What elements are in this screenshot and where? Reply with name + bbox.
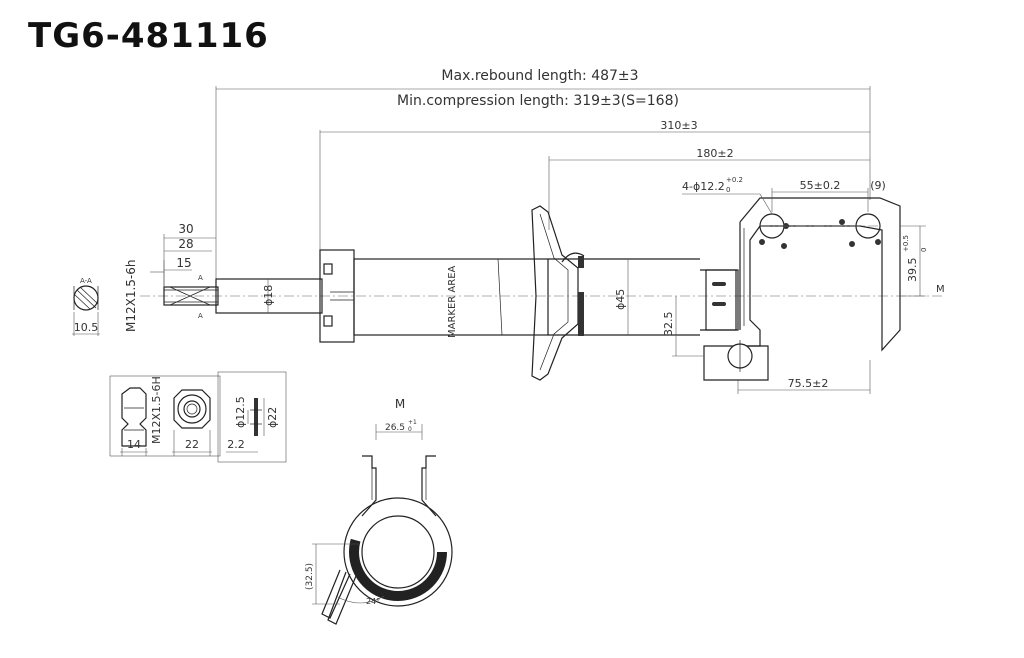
- washer-detail: [217, 371, 287, 463]
- rod-length-28: 28: [178, 237, 193, 251]
- bracket-height-tol-lower: 0: [920, 248, 928, 252]
- holes-tol-lower: 0: [726, 186, 730, 194]
- bracket-offset: (9): [870, 179, 886, 192]
- piston-rod: [163, 278, 323, 314]
- washer-thickness: 2.2: [227, 438, 245, 451]
- clamp-view: [321, 455, 453, 625]
- section-label: A-A: [80, 277, 92, 285]
- shock-body: [319, 249, 700, 343]
- nut-height: 14: [127, 438, 141, 451]
- bracket-height-tol-upper: +0.5: [902, 235, 910, 252]
- max-rebound-length: Max.rebound length: 487±3: [441, 68, 638, 84]
- holes-spec: 4-ϕ12.2: [682, 180, 725, 193]
- bracket-length: 180±2: [696, 147, 733, 160]
- thread-spec: M12X1.5-6h: [124, 260, 138, 333]
- hole-spacing: 55±0.2: [800, 179, 841, 192]
- nut-width: 22: [185, 438, 199, 451]
- min-compression-length: Min.compression length: 319±3(S=168): [397, 93, 679, 109]
- flat-width: 10.5: [74, 321, 99, 334]
- rod-length-30: 30: [178, 222, 193, 236]
- nut-detail: [109, 375, 221, 457]
- washer-outer: ϕ22: [266, 407, 279, 428]
- knuckle-bracket: [700, 197, 901, 381]
- section-mark-a-bottom: A: [198, 312, 203, 320]
- top-dimension-lines: [215, 86, 871, 282]
- clamp-angle: 24°: [366, 597, 380, 606]
- view-m-label: M: [395, 397, 405, 411]
- section-mark-a-top: A: [198, 274, 203, 282]
- holes-tol-upper: +0.2: [726, 176, 743, 184]
- bracket-height: 39.5: [906, 258, 919, 283]
- section-a-a: [73, 285, 99, 311]
- clamp-offset: 32.5: [662, 312, 675, 337]
- clamp-gap: 26.5: [385, 423, 405, 433]
- part-number-title: TG6-481116: [28, 16, 269, 56]
- rod-length-15: 15: [176, 256, 191, 270]
- tube-diameter: ϕ45: [614, 289, 627, 310]
- washer-inner: ϕ12.5: [234, 396, 247, 428]
- spring-seat: [531, 205, 585, 381]
- clamp-gap-tol-lower: 0: [408, 426, 412, 433]
- clamp-width: 75.5±2: [788, 377, 829, 390]
- clamp-gap-tol-upper: +1: [408, 419, 417, 426]
- clamp-height: (32.5): [305, 563, 315, 590]
- view-m-marker: M: [936, 284, 945, 295]
- marker-area: MARKER AREA: [447, 265, 458, 338]
- body-length: 310±3: [660, 119, 697, 132]
- rod-diameter: ϕ18: [262, 285, 275, 306]
- nut-thread: M12X1.5-6H: [150, 376, 163, 444]
